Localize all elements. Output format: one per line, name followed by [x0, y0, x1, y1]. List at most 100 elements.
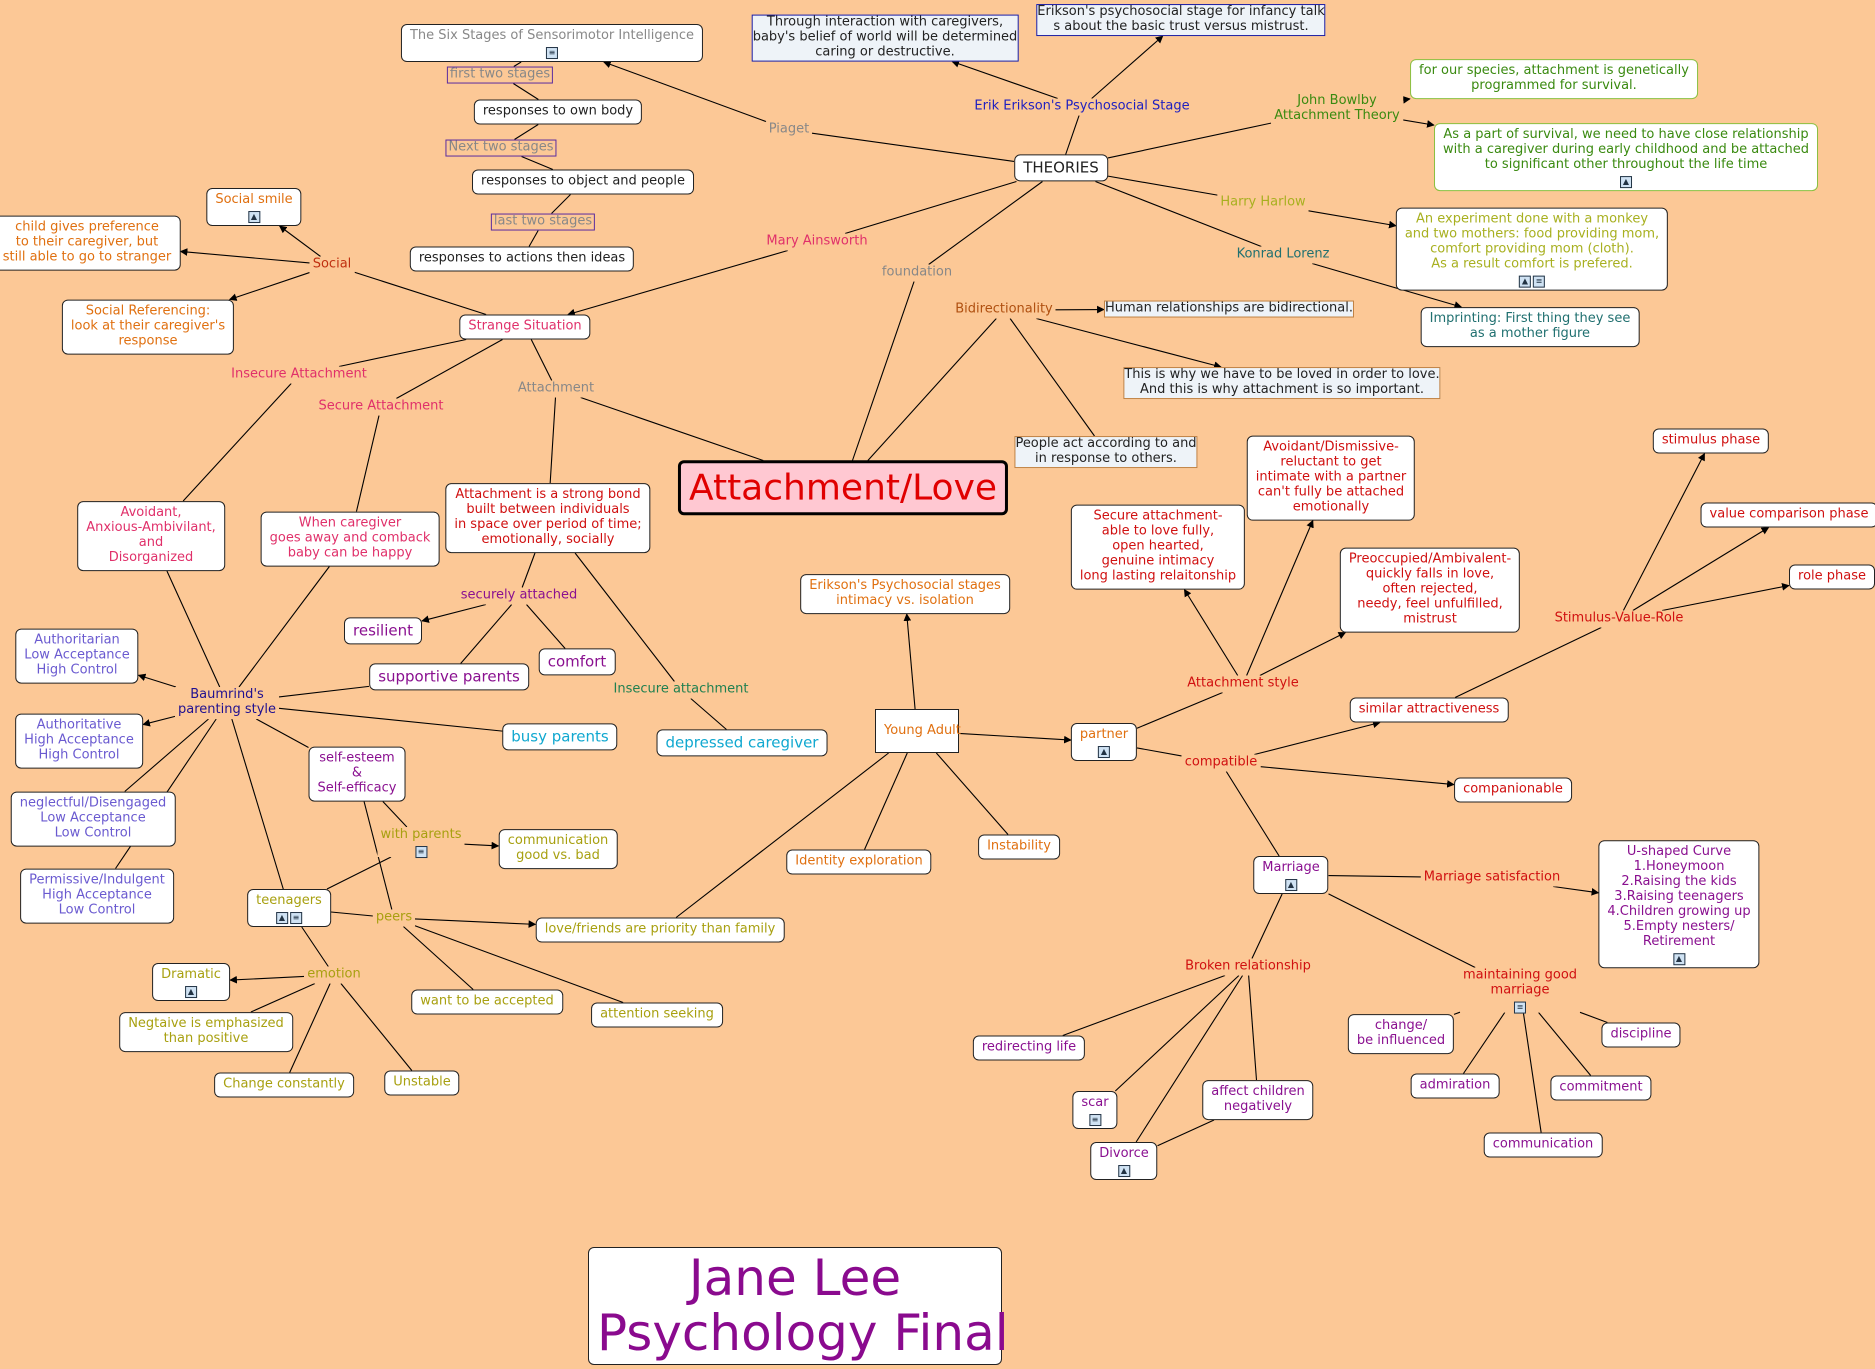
node-partner[interactable]: partner▲ — [1070, 723, 1138, 761]
node-teenagers[interactable]: teenagers▲≡ — [247, 889, 331, 927]
node-insecure[interactable]: Insecure Attachment — [228, 366, 370, 384]
node-role[interactable]: role phase — [1789, 564, 1875, 590]
node-changeinf[interactable]: change/be influenced — [1347, 1014, 1455, 1054]
document-attachment-icon[interactable]: ≡ — [289, 911, 302, 924]
image-attachment-icon[interactable]: ▲ — [275, 911, 288, 924]
node-lorenz[interactable]: Konrad Lorenz — [1233, 246, 1333, 264]
node-piaget[interactable]: Piaget — [765, 121, 813, 139]
node-withparents[interactable]: with parents≡ — [377, 827, 465, 858]
image-attachment-icon[interactable]: ▲ — [248, 210, 260, 223]
node-similar[interactable]: similar attractiveness — [1349, 697, 1509, 723]
node-secure[interactable]: Secure Attachment — [315, 398, 447, 416]
document-attachment-icon[interactable]: ≡ — [546, 46, 558, 59]
node-discipline[interactable]: discipline — [1601, 1022, 1681, 1048]
node-genetic[interactable]: for our species, attachment is genetical… — [1410, 59, 1698, 99]
node-dramatic[interactable]: Dramatic▲ — [152, 963, 230, 1001]
node-ownbody[interactable]: responses to own body — [473, 99, 643, 125]
node-lovefriends[interactable]: love/friends are priority than family — [535, 917, 785, 943]
node-actions[interactable]: responses to actions then ideas — [409, 246, 635, 272]
node-unstable[interactable]: Unstable — [384, 1070, 460, 1096]
node-divorce[interactable]: Divorce▲ — [1090, 1142, 1158, 1180]
node-socref[interactable]: Social Referencing:look at their caregiv… — [61, 299, 235, 355]
node-survival[interactable]: As a part of survival, we need to have c… — [1434, 123, 1818, 191]
node-erikson[interactable]: Erik Erikson's Psychosocial Stage — [971, 98, 1193, 116]
node-objpeople[interactable]: responses to object and people — [472, 169, 694, 195]
node-caregivers[interactable]: Through interaction with caregivers,baby… — [751, 14, 1019, 62]
document-attachment-icon[interactable]: ≡ — [1513, 1001, 1526, 1014]
node-accepted[interactable]: want to be accepted — [411, 989, 563, 1015]
node-compatible[interactable]: compatible — [1181, 754, 1261, 772]
node-attachstyle[interactable]: Attachment style — [1184, 675, 1302, 693]
node-stimulus[interactable]: stimulus phase — [1652, 428, 1770, 454]
image-attachment-icon[interactable]: ▲ — [1098, 745, 1110, 758]
node-companionable[interactable]: companionable — [1454, 777, 1572, 803]
node-strange[interactable]: Strange Situation — [459, 314, 591, 340]
image-attachment-icon[interactable]: ▲ — [1117, 1164, 1130, 1177]
image-attachment-icon[interactable]: ▲ — [1673, 952, 1685, 965]
node-identity[interactable]: Identity exploration — [786, 849, 932, 875]
node-firsttwo[interactable]: first two stages — [446, 66, 554, 84]
node-commitment[interactable]: commitment — [1550, 1075, 1652, 1101]
node-comfort[interactable]: comfort — [538, 648, 616, 676]
node-communication2[interactable]: communication — [1483, 1132, 1603, 1158]
node-infancy[interactable]: Erikson's psychosocial stage for infancy… — [1036, 4, 1326, 36]
node-emotion[interactable]: emotion — [304, 966, 364, 984]
node-peers[interactable]: peers — [372, 909, 416, 927]
node-change[interactable]: Change constantly — [214, 1072, 354, 1098]
node-lovedtext[interactable]: This is why we have to be loved in order… — [1123, 367, 1441, 399]
node-nexttwo[interactable]: Next two stages — [445, 139, 557, 157]
node-harlow[interactable]: Harry Harlow — [1217, 194, 1309, 212]
node-ainsworth[interactable]: Mary Ainsworth — [763, 233, 871, 251]
node-instability[interactable]: Instability — [978, 834, 1060, 860]
node-valuecomp[interactable]: value comparison phase — [1700, 502, 1875, 528]
node-depressed[interactable]: depressed caregiver — [656, 729, 828, 757]
node-supportive[interactable]: supportive parents — [369, 663, 529, 691]
node-insecattach[interactable]: Insecure attachment — [610, 681, 752, 699]
node-admiration[interactable]: admiration — [1410, 1073, 1500, 1099]
document-attachment-icon[interactable]: ≡ — [1088, 1113, 1101, 1126]
node-broken[interactable]: Broken relationship — [1182, 958, 1314, 976]
node-lasttwo[interactable]: last two stages — [490, 213, 596, 231]
node-satisfaction[interactable]: Marriage satisfaction — [1420, 869, 1564, 887]
image-attachment-icon[interactable]: ▲ — [185, 985, 197, 998]
node-secureattach[interactable]: Secure attachment-able to love fully,ope… — [1070, 504, 1246, 590]
node-bidirtext[interactable]: Human relationships are bidirectional. — [1103, 300, 1355, 318]
node-svr[interactable]: Stimulus-Value-Role — [1551, 610, 1687, 628]
image-attachment-icon[interactable]: ▲ — [1284, 878, 1297, 891]
node-attention[interactable]: attention seeking — [591, 1002, 723, 1028]
node-attachlbl[interactable]: Attachment — [514, 380, 598, 398]
image-attachment-icon[interactable]: ▲ — [1620, 175, 1632, 188]
node-theories[interactable]: THEORIES — [1014, 154, 1108, 182]
node-securely[interactable]: securely attached — [457, 587, 581, 605]
node-resilient[interactable]: resilient — [344, 617, 422, 645]
node-main[interactable]: Attachment/Love — [677, 460, 1009, 516]
node-marriage[interactable]: Marriage▲ — [1253, 856, 1329, 894]
node-bidir[interactable]: Bidirectionality — [952, 301, 1056, 319]
node-sixstages[interactable]: The Six Stages of Sensorimotor Intellige… — [400, 24, 704, 62]
node-foundation[interactable]: foundation — [878, 264, 956, 282]
node-busy[interactable]: busy parents — [502, 723, 618, 751]
node-scar[interactable]: scar≡ — [1072, 1091, 1118, 1129]
node-selfesteem[interactable]: self-esteem&Self-efficacy — [308, 746, 406, 802]
